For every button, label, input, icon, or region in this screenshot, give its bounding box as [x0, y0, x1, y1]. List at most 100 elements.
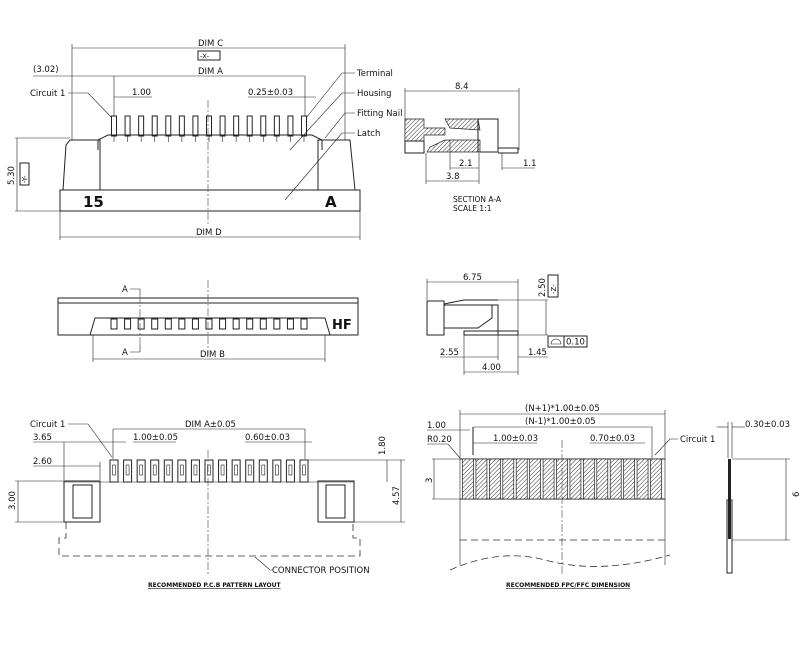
- pcb-pad: [109, 459, 119, 483]
- pcb-pattern-layout: Circuit 1 DIM A±0.05 3.65 1.00±0.05 0.60…: [8, 420, 405, 589]
- ffc-contact: [596, 458, 609, 500]
- ffc-stiffener-len: 6: [792, 492, 800, 497]
- front-terminal: [205, 318, 213, 330]
- pcb-pad: [258, 459, 268, 483]
- front-view: HF A A DIM B: [57, 280, 359, 362]
- ffc-edge: 1.00: [427, 421, 446, 431]
- dim-c-label: DIM C: [198, 39, 223, 49]
- section-dim-3-8: 3.8: [446, 172, 460, 182]
- section-scale: SCALE 1:1: [453, 204, 492, 213]
- hf-logo: HF: [332, 318, 352, 333]
- side-width: 6.75: [463, 273, 482, 283]
- side-dim-1-45: 1.45: [528, 348, 547, 358]
- pcb-layout-title: RECOMMENDED P.C.B PATTERN LAYOUT: [148, 582, 282, 589]
- datum-z: -Z-: [550, 284, 558, 294]
- flatness-value: 0.10: [566, 338, 585, 348]
- ffc-contact: [529, 458, 541, 500]
- datum-y: -Y-: [21, 175, 29, 183]
- pcb-pad: [299, 459, 309, 483]
- ffc-title: RECOMMENDED FPC/FFC DIMENSION: [506, 582, 630, 589]
- ffc-contact: [542, 458, 555, 500]
- terminal-pin: [233, 115, 240, 137]
- front-terminal: [124, 318, 132, 330]
- pcb-pad: [136, 459, 146, 483]
- front-terminal: [259, 318, 267, 330]
- section-title: SECTION A-A: [453, 195, 502, 204]
- side-dim-2-55: 2.55: [440, 348, 459, 358]
- front-terminal: [191, 318, 199, 330]
- ffc-radius: R0.20: [427, 435, 452, 445]
- pcb-dim-4-57: 4.57: [392, 486, 402, 505]
- section-a-a: 8.4 2.1 1.1 3.8 SECTION A-A SCALE 1:1: [404, 82, 537, 213]
- pcb-pad: [218, 459, 228, 483]
- pcb-pad: [204, 459, 214, 483]
- terminal-pin: [138, 115, 145, 137]
- front-terminal: [164, 318, 172, 330]
- pcb-pad: [163, 459, 173, 483]
- latch-callout: Latch: [357, 129, 380, 139]
- front-terminal: [137, 318, 145, 330]
- front-terminal: [151, 318, 159, 330]
- ffc-contact: [502, 458, 515, 500]
- height-label: 5.30: [7, 166, 17, 185]
- ffc-overall: (N+1)*1.00±0.05: [525, 404, 600, 414]
- connector-position-label: CONNECTOR POSITION: [272, 566, 370, 576]
- pcb-dim-a: DIM A±0.05: [185, 420, 236, 430]
- top-view: DIM C -X- (3.02) DIM A Circuit 1 1.00 0.…: [7, 39, 402, 240]
- front-terminal: [110, 318, 118, 330]
- pcb-dim-2-60: 2.60: [33, 457, 52, 467]
- section-width: 8.4: [455, 82, 469, 92]
- pcb-pad: [177, 459, 187, 483]
- section-dim-2-1: 2.1: [459, 159, 473, 169]
- pcb-dim-3-00: 3.00: [8, 491, 18, 510]
- section-mark-top: A: [122, 285, 128, 295]
- front-terminal: [219, 318, 227, 330]
- terminal-pin: [287, 115, 294, 137]
- side-dim-4-00: 4.00: [482, 363, 501, 373]
- ffc-contact-len: 3: [425, 478, 435, 483]
- ffc-contact: [515, 458, 528, 500]
- terminal-pin: [124, 115, 131, 137]
- section-mark-bottom: A: [122, 348, 128, 358]
- ffc-contact: [609, 458, 622, 500]
- pcb-pitch: 1.00±0.05: [133, 433, 178, 443]
- front-terminal: [273, 318, 281, 330]
- datum-x: -X-: [200, 53, 210, 61]
- terminal-pin: [206, 115, 212, 137]
- pitch-label: 1.00: [132, 88, 151, 98]
- circuit1-label: Circuit 1: [30, 89, 65, 99]
- front-terminal: [246, 318, 254, 330]
- pin-width-label: 0.25±0.03: [248, 88, 293, 98]
- dim-a-label: DIM A: [198, 67, 223, 77]
- circuit-15-mark: 15: [83, 193, 104, 211]
- side-view: 6.75 2.50 -Z- 0.10 2.55 1.45 4.00: [426, 273, 588, 375]
- fitting-nail-callout: Fitting Nail: [357, 109, 402, 119]
- pcb-circuit1: Circuit 1: [30, 420, 65, 430]
- ffc-contact-width: 0.70±0.03: [590, 434, 635, 444]
- ffc-thickness: 0.30±0.03: [745, 420, 790, 430]
- pcb-pad: [150, 459, 160, 483]
- terminal-pin: [192, 115, 199, 137]
- ffc-pitch: 1.00±0.03: [493, 434, 538, 444]
- terminal-pin: [273, 115, 280, 137]
- front-terminal: [178, 318, 186, 330]
- side-height: 2.50: [538, 278, 548, 297]
- ffc-inner: (N-1)*1.00±0.05: [525, 417, 596, 427]
- pcb-pad: [123, 459, 133, 483]
- terminal-pin: [219, 115, 226, 137]
- pcb-pad: [245, 459, 255, 483]
- section-dim-1-1: 1.1: [523, 159, 537, 169]
- terminal-pin: [260, 115, 267, 137]
- pcb-pad: [272, 459, 282, 483]
- front-terminal: [232, 318, 240, 330]
- ffc-contact: [462, 458, 474, 500]
- dim-b-label: DIM B: [200, 350, 225, 360]
- ffc-dimension: (N+1)*1.00±0.05 (N-1)*1.00±0.05 1.00 R0.…: [425, 404, 800, 589]
- pcb-pad-width: 0.60±0.03: [245, 433, 290, 443]
- pcb-dim-1-80: 1.80: [378, 436, 388, 455]
- pcb-pad: [231, 459, 241, 483]
- ffc-contact: [489, 458, 501, 500]
- ffc-contact: [636, 458, 649, 500]
- housing-callout: Housing: [357, 89, 392, 99]
